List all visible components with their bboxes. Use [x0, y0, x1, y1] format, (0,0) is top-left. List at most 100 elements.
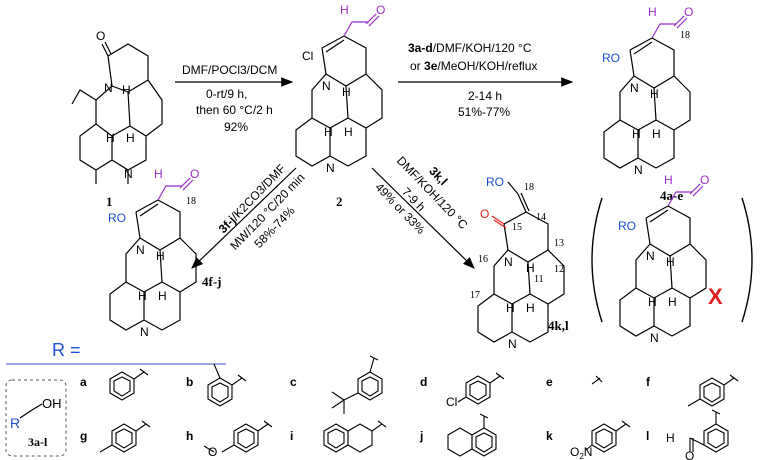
compound-1-structure — [71, 41, 163, 184]
sub-label-j: j — [419, 429, 423, 443]
step1-reagents: DMF/POCl3/DCM — [182, 63, 277, 77]
compound-1-label: 1 — [106, 194, 113, 209]
compound-1-h3: H — [126, 131, 135, 145]
sub-label-e: e — [546, 375, 553, 389]
compound-2-aldehyde-o: O — [376, 3, 385, 17]
sub-a-phenyl — [109, 368, 149, 401]
step2-line2: or 3e/MeOH/KOH/reflux — [410, 59, 537, 73]
compound-2-aldehyde — [343, 13, 380, 37]
alcohol-r: R — [10, 415, 20, 431]
bracket-right — [741, 197, 753, 323]
compound-2-label: 2 — [336, 194, 343, 209]
compound-4fj-h2: H — [138, 289, 147, 303]
compound-4fj-aldehyde-h: H — [154, 167, 163, 181]
sub-j-1-naphthyl — [447, 413, 497, 457]
compound-4fj-aldehyde — [157, 177, 194, 201]
sub-label-h: h — [186, 429, 193, 443]
sub-label-a: a — [80, 375, 87, 389]
sub-label-d: d — [420, 375, 427, 389]
compound-4kl-n2: N — [508, 337, 517, 351]
step3-conditions: 3f-j/K2CO3/DMF MW/120 °C/20 min 58%-74% — [216, 161, 308, 252]
r-equals-label: R = — [52, 340, 81, 360]
sub-label-c: c — [290, 375, 297, 389]
compound-4kl-h1: H — [526, 261, 535, 275]
excluded-cross-mark: X — [708, 284, 723, 309]
sub-e-methyl — [591, 375, 603, 385]
alcohol-label: 3a-l — [28, 435, 48, 449]
compound-4kl-h2: H — [506, 301, 515, 315]
compound-4fj-c18: 18 — [186, 196, 196, 207]
substituent-row-1: a b c d e f — [80, 375, 651, 389]
sub-h-methoxyphenyl — [203, 420, 273, 453]
compound-4kl-c14: 14 — [536, 212, 546, 223]
compound-2-h1: H — [342, 85, 351, 99]
step2-line1: 3a-d/DMF/KOH/120 °C — [408, 41, 532, 55]
excluded-h2: H — [648, 295, 657, 309]
compound-4ae-h3: H — [652, 127, 661, 141]
bracket-left — [591, 197, 603, 323]
compound-4ae-n1: N — [630, 81, 639, 95]
compound-2-h3: H — [344, 125, 353, 139]
compound-1-n1: N — [104, 81, 113, 95]
sub-c-tbu-phenyl — [331, 355, 383, 414]
sub-k-nitrophenyl — [585, 420, 631, 453]
compound-4ae-h2: H — [632, 127, 641, 141]
compound-4ae-ro: RO — [602, 51, 620, 65]
compound-2-n1: N — [322, 79, 331, 93]
sub-b-o-tolyl — [207, 363, 247, 407]
sub-d-cl-phenyl — [457, 372, 505, 405]
compound-4fj-n2: N — [140, 325, 149, 339]
substituent-row-2: g h i j k l — [80, 429, 649, 443]
compound-4kl-n1: N — [504, 255, 513, 269]
compound-1-carbonyl-o: O — [96, 29, 105, 43]
compound-1-h2: H — [106, 131, 115, 145]
compound-4ae-aldehyde-h: H — [648, 5, 657, 19]
compound-1-n2: N — [124, 167, 133, 181]
sub-label-g: g — [80, 429, 87, 443]
step4-conditions: 3k,l DMF/KOH/120 °C 7-9 h 49% or 33% — [372, 154, 470, 237]
excluded-product-aldehyde — [667, 183, 704, 207]
compound-4fj-aldehyde-o: O — [190, 167, 199, 181]
compound-4kl-c18: 18 — [524, 182, 534, 193]
sub-i-2-naphthyl — [323, 420, 387, 453]
sub-h-o: O — [208, 445, 217, 459]
compound-4kl-c17: 17 — [470, 290, 480, 301]
compound-4kl-structure — [477, 181, 565, 343]
compound-4kl-carbonyl-o: O — [480, 207, 489, 221]
sub-k-nitro: O2N — [570, 445, 592, 460]
compound-2-n2: N — [326, 161, 335, 175]
arrow-2-to-4fj — [191, 167, 297, 269]
compound-4fj-structure — [109, 199, 197, 331]
sub-d-cl: Cl — [446, 395, 457, 409]
compound-4kl-c11: 11 — [534, 274, 544, 285]
compound-4fj-h1: H — [156, 249, 165, 263]
compound-4ae-c18: 18 — [680, 30, 690, 41]
compound-4ae-h1: H — [650, 87, 659, 101]
step1-temp: 0-rt/9 h, — [206, 87, 247, 101]
step1-then: then 60 °C/2 h — [196, 103, 273, 117]
step1-yield: 92% — [224, 120, 248, 134]
compound-4fj-ro: RO — [108, 211, 126, 225]
excluded-n1: N — [646, 249, 655, 263]
compound-4kl-c13: 13 — [554, 238, 564, 249]
excluded-n2: N — [650, 331, 659, 345]
compound-4ae-n2: N — [634, 163, 643, 177]
sub-label-b: b — [186, 375, 193, 389]
compound-4ae-aldehyde — [651, 15, 688, 39]
sub-label-f: f — [646, 375, 651, 389]
compound-1-h1: H — [122, 83, 131, 97]
compound-4fj-h3: H — [158, 289, 167, 303]
compound-4kl-h3: H — [526, 301, 535, 315]
sub-l-formylphenyl — [689, 409, 729, 453]
arrow-2-to-4kl — [371, 167, 475, 269]
compound-4kl-c15: 15 — [512, 222, 522, 233]
sub-label-l: l — [646, 429, 649, 443]
sub-label-i: i — [290, 429, 293, 443]
compound-2-h2: H — [324, 125, 333, 139]
compound-4fj-label: 4f-j — [202, 274, 222, 289]
compound-4fj-n1: N — [136, 243, 145, 257]
excluded-ro: RO — [618, 219, 636, 233]
alcohol-bond-2 — [31, 403, 43, 411]
